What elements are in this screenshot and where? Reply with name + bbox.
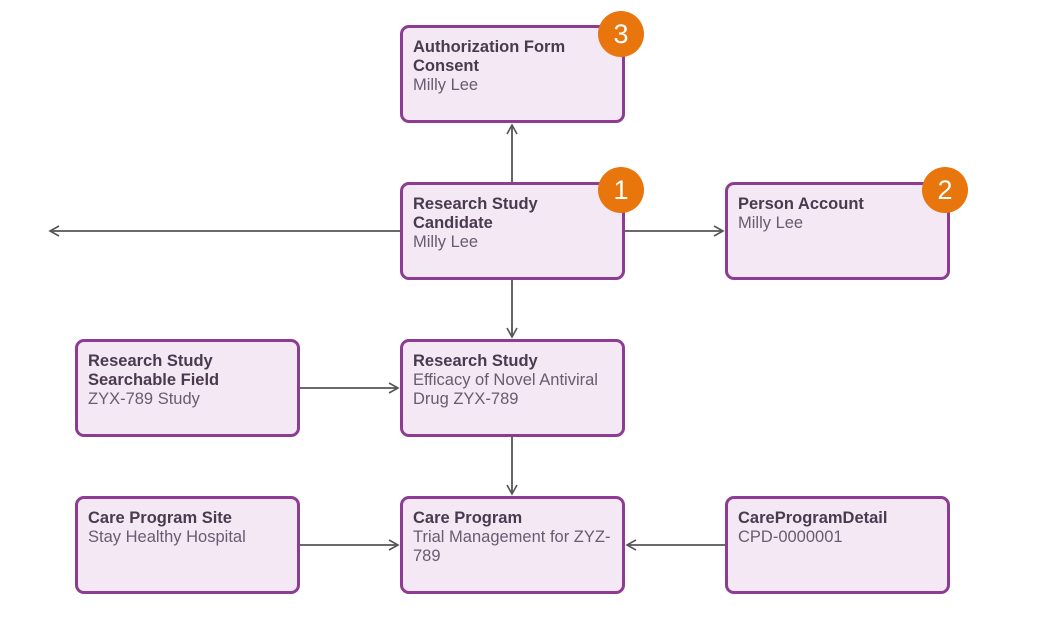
node-subtitle: Trial Management for ZYZ-789 bbox=[413, 528, 611, 565]
node-subtitle: CPD-0000001 bbox=[738, 528, 843, 546]
node-title: Research Study Searchable Field bbox=[88, 352, 220, 389]
node-subtitle: Efficacy of Novel Antiviral Drug ZYX-789 bbox=[413, 371, 598, 408]
node-care-program-site[interactable]: Care Program Site Stay Healthy Hospital bbox=[75, 496, 300, 594]
node-subtitle: Milly Lee bbox=[738, 214, 804, 232]
step-badge-3: 3 bbox=[598, 11, 644, 57]
node-care-program-detail[interactable]: CareProgramDetail CPD-0000001 bbox=[725, 496, 950, 594]
node-research-study-candidate[interactable]: Research Study Candidate Milly Lee bbox=[400, 182, 625, 280]
node-title: Research Study Candidate bbox=[413, 195, 538, 232]
step-badge-2: 2 bbox=[922, 167, 968, 213]
step-badge-1: 1 bbox=[598, 167, 644, 213]
node-title: Care Program Site bbox=[88, 509, 232, 527]
node-authorization-form-consent[interactable]: Authorization Form Consent Milly Lee bbox=[400, 25, 625, 123]
node-title: Authorization Form Consent bbox=[413, 38, 566, 75]
node-subtitle: Stay Healthy Hospital bbox=[88, 528, 246, 546]
node-research-study[interactable]: Research Study Efficacy of Novel Antivir… bbox=[400, 339, 625, 437]
node-subtitle: Milly Lee bbox=[413, 76, 479, 94]
node-person-account[interactable]: Person Account Milly Lee bbox=[725, 182, 950, 280]
node-care-program[interactable]: Care Program Trial Management for ZYZ-78… bbox=[400, 496, 625, 594]
node-subtitle: Milly Lee bbox=[413, 233, 479, 251]
node-subtitle: ZYX-789 Study bbox=[88, 390, 200, 408]
node-title: CareProgramDetail bbox=[738, 509, 888, 527]
node-research-study-searchable-field[interactable]: Research Study Searchable Field ZYX-789 … bbox=[75, 339, 300, 437]
node-title: Research Study bbox=[413, 352, 538, 370]
node-title: Care Program bbox=[413, 509, 523, 527]
node-title: Person Account bbox=[738, 195, 864, 213]
